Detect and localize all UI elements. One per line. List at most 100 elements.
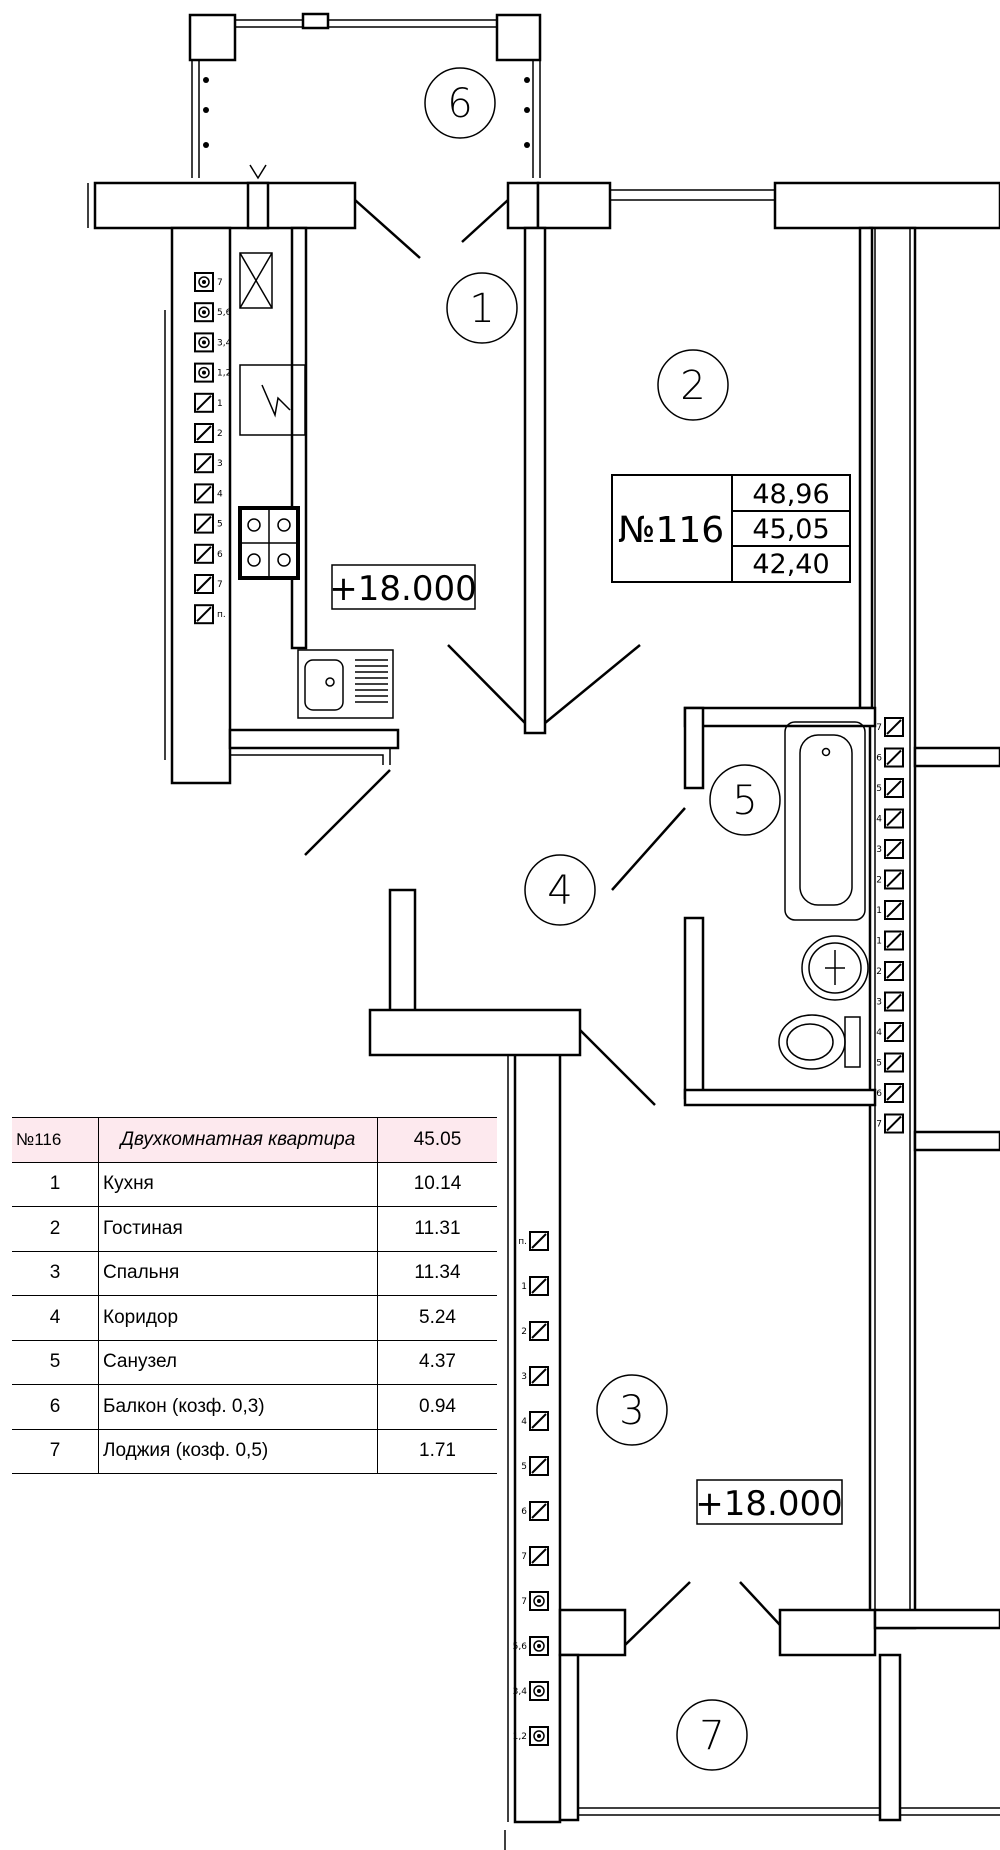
elevation-mark-bedroom: +18.000 <box>695 1479 843 1525</box>
radiator-section-tag: 7 <box>521 1597 527 1607</box>
room-area: 0.94 <box>377 1384 497 1430</box>
radiator-section: 6 <box>876 747 904 768</box>
room-num: 2 <box>12 1206 99 1252</box>
electric-panel-icon <box>239 364 306 436</box>
radiator-section-tag: 3 <box>876 998 882 1008</box>
radiator-section-tag: 7 <box>217 580 223 590</box>
elevation-mark-kitchen: +18.000 <box>329 564 477 610</box>
room-name: Санузел <box>98 1339 378 1385</box>
svg-text:6: 6 <box>447 81 472 127</box>
room-num: 3 <box>12 1250 99 1296</box>
radiator-section-tag: 6 <box>876 1089 882 1099</box>
radiator-section: 1 <box>876 930 904 951</box>
balcony-outline <box>188 12 542 178</box>
radiator-section: 2 <box>521 1321 549 1341</box>
room-marker-4: 4 <box>524 854 596 926</box>
radiator-section: 3 <box>876 991 904 1012</box>
radiator-section: 1 <box>521 1276 549 1296</box>
radiator-section: 3 <box>521 1366 549 1386</box>
room-name: Гостиная <box>98 1206 378 1252</box>
svg-text:3: 3 <box>619 1388 644 1434</box>
radiator-section: 2 <box>876 961 904 981</box>
apartment-area-box: №116 48,96 45,05 42,40 <box>611 474 851 583</box>
svg-text:7: 7 <box>699 1713 724 1759</box>
table-row: 1 Кухня 10.14 <box>12 1161 497 1207</box>
radiator-section: 5 <box>194 513 223 534</box>
room-marker-5: 5 <box>709 764 781 836</box>
radiator-section: п. <box>194 604 226 625</box>
radiator-section: 7 <box>876 1113 904 1134</box>
radiator-section-tag: 5,6 <box>217 308 232 318</box>
radiator-section-tag: 1,2 <box>513 1732 527 1742</box>
radiator-section-tag: 1 <box>521 1282 527 1292</box>
radiator-section: 6 <box>194 543 223 564</box>
radiator-section-tag: 6 <box>521 1507 527 1517</box>
room-num: 1 <box>12 1161 99 1207</box>
table-row: 2 Гостиная 11.31 <box>12 1206 497 1252</box>
table-apartment-area: 45.05 <box>377 1117 497 1163</box>
radiator-section-tag: 5 <box>521 1462 527 1472</box>
room-marker-3: 3 <box>596 1374 668 1446</box>
svg-text:5: 5 <box>732 778 757 824</box>
door-swings <box>304 199 781 1646</box>
radiator-section: 7 <box>194 574 223 594</box>
room-area: 5.24 <box>377 1295 497 1341</box>
bedroom-radiator-sections: п. 1 2 3 4 5 6 7 7 5,6 3,4 1,2 <box>513 1231 549 1746</box>
radiator-section-tag: 4 <box>876 815 882 825</box>
radiator-section: 7 <box>521 1546 549 1566</box>
radiator-section-tag: 3 <box>521 1372 527 1382</box>
room-area: 11.31 <box>377 1206 497 1252</box>
radiator-section: 5,6 <box>194 302 232 323</box>
radiator-section-tag: 1 <box>876 906 882 916</box>
area-without-balcony: 42,40 <box>752 549 829 580</box>
radiator-section-tag: 1 <box>876 937 882 947</box>
room-num: 4 <box>12 1295 99 1341</box>
radiator-section: 5 <box>876 1052 904 1073</box>
room-marker-2: 2 <box>657 349 729 421</box>
radiator-section: 5 <box>521 1456 549 1476</box>
radiator-section-tag: 4 <box>521 1417 527 1427</box>
table-row: 7 Лоджия (козф. 0,5) 1.71 <box>12 1428 497 1474</box>
radiator-section: 5,6 <box>513 1636 549 1656</box>
radiator-section-tag: 2 <box>521 1327 527 1337</box>
kitchen-sink-icon <box>297 649 394 719</box>
bathtub-icon <box>784 721 866 921</box>
room-area: 10.14 <box>377 1161 497 1207</box>
radiator-section: 1 <box>876 900 904 920</box>
room-area: 11.34 <box>377 1250 497 1296</box>
radiator-section-tag: 2 <box>876 967 882 977</box>
room-num: 6 <box>12 1384 99 1430</box>
radiator-section-tag: 3 <box>876 845 882 855</box>
radiator-section: 4 <box>876 808 904 829</box>
rooms-table: №116 Двухкомнатная квартира 45.05 1 Кухн… <box>12 1117 497 1474</box>
exterior-walls <box>87 181 1000 1850</box>
svg-text:1: 1 <box>469 286 494 332</box>
radiator-section-tag: 7 <box>521 1552 527 1562</box>
interior-walls <box>228 226 1000 1822</box>
radiator-section-tag: 4 <box>217 489 223 499</box>
radiator-section: 3,4 <box>194 332 232 353</box>
total-area: 48,96 <box>752 479 829 510</box>
radiator-section-tag: 2 <box>217 429 223 439</box>
radiator-section: п. <box>518 1231 549 1251</box>
radiator-section: 3 <box>876 839 904 859</box>
radiator-section: 7 <box>876 717 904 737</box>
ventilation-shaft-icon <box>239 252 273 309</box>
room-num: 5 <box>12 1339 99 1385</box>
radiator-section: 5 <box>876 778 904 798</box>
radiator-section-tag: 1,2 <box>217 369 231 379</box>
radiator-section: 4 <box>521 1411 549 1431</box>
radiator-section-tag: п. <box>217 610 226 620</box>
radiator-section-tag: 3,4 <box>513 1687 528 1697</box>
table-row: 4 Коридор 5.24 <box>12 1295 497 1341</box>
radiator-section: 4 <box>194 483 223 504</box>
radiator-section: 2 <box>876 869 904 890</box>
radiator-section: 7 <box>521 1591 549 1611</box>
radiator-section-tag: 1 <box>217 399 223 409</box>
radiator-section: 1,2 <box>513 1726 549 1746</box>
room-area: 4.37 <box>377 1339 497 1385</box>
